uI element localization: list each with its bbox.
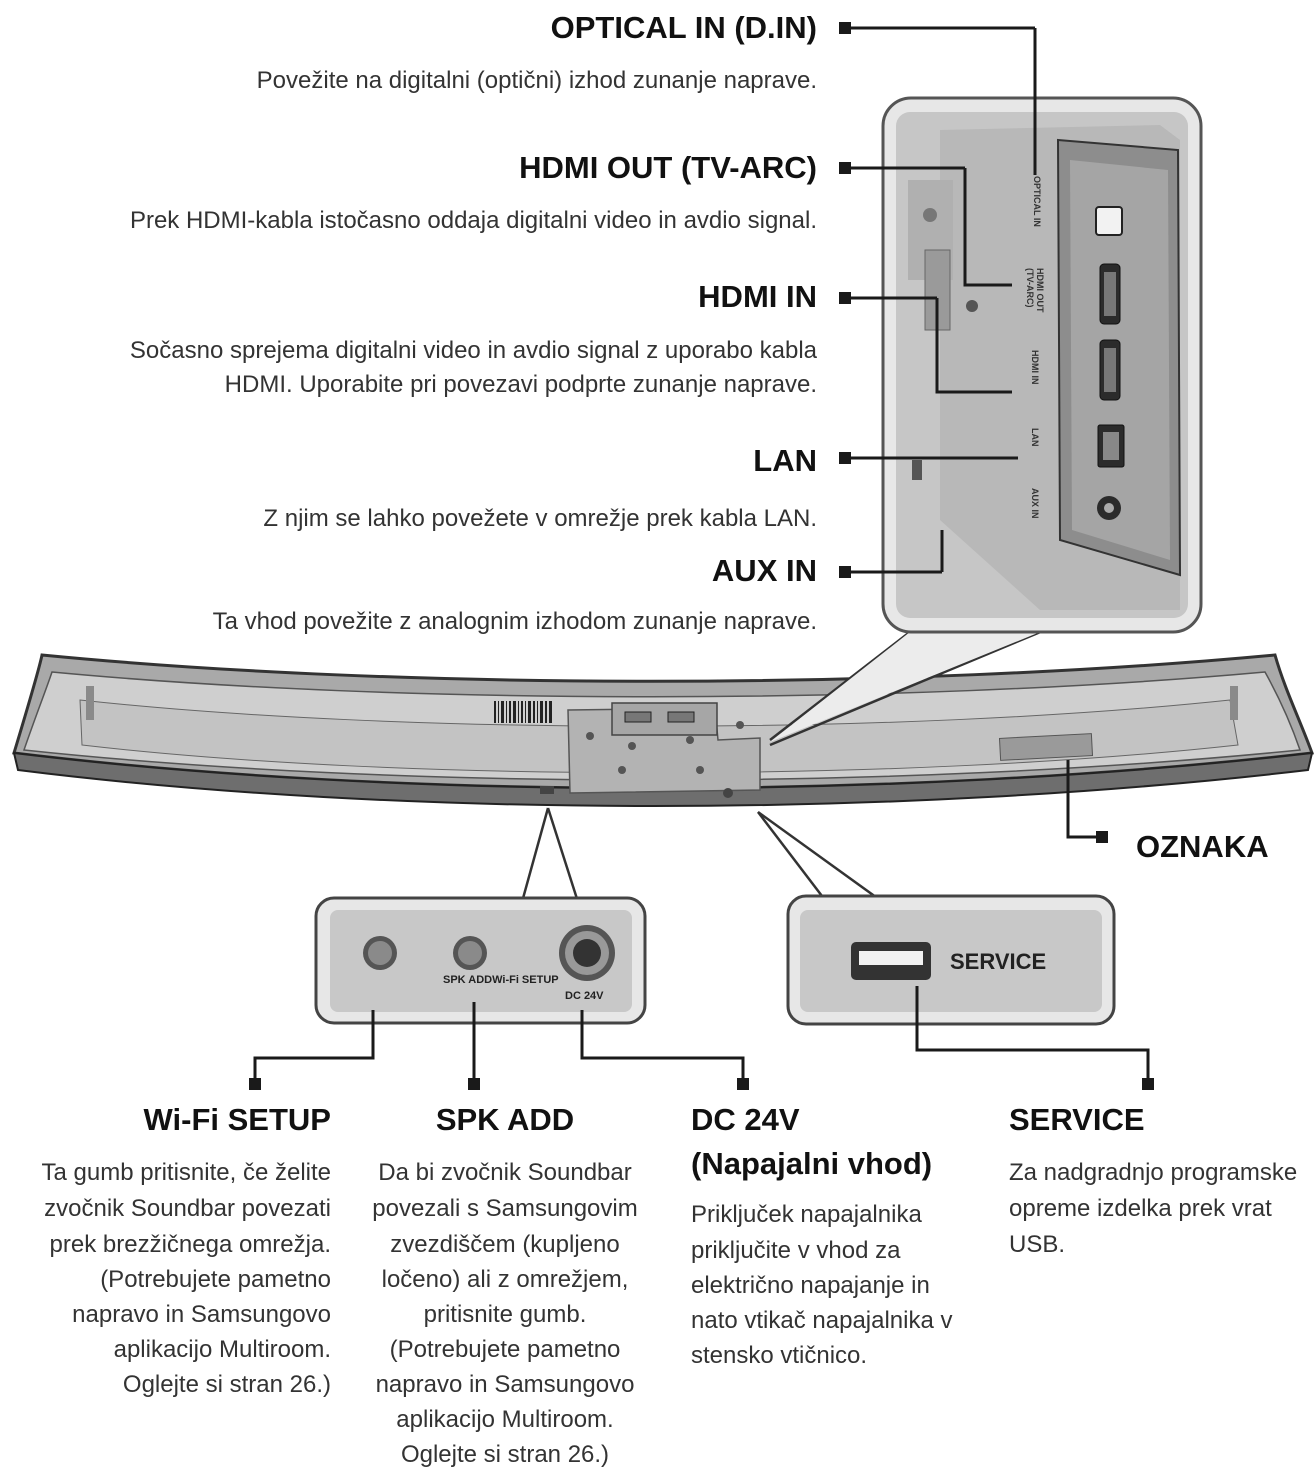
aux-in-title: AUX IN	[711, 553, 817, 588]
spk-add-desc-7: napravo in Samsungovo	[375, 1371, 635, 1398]
service-desc-1: Za nadgradnjo programske	[1009, 1159, 1298, 1186]
service-panel-label: SERVICE	[950, 949, 1047, 974]
label-patch	[998, 733, 1094, 761]
spk-add-desc-2: povezali s Samsungovim	[372, 1195, 638, 1222]
bottom-right-callout	[757, 810, 1116, 1026]
dc-title-line-1: DC 24V	[691, 1102, 800, 1137]
wifi-setup-desc-2: zvočnik Soundbar povezati	[44, 1195, 331, 1222]
wifi-setup-desc-4: (Potrebujete pametno	[100, 1266, 331, 1293]
dc-desc-1: Priključek napajalnika	[691, 1201, 922, 1228]
hdmi-out-title: HDMI OUT (TV-ARC)	[519, 150, 817, 185]
service-desc-2: opreme izdelka prek vrat	[1009, 1195, 1272, 1222]
service-desc-3: USB.	[1009, 1231, 1066, 1258]
wifi-setup-title: Wi-Fi SETUP	[143, 1102, 331, 1137]
service-title: SERVICE	[1009, 1102, 1145, 1137]
wifi-setup-desc-3: prek brezžičnega omrežja.	[49, 1231, 331, 1258]
oznaka-marker	[1096, 831, 1108, 843]
spk-add-desc-9: Oglejte si stran 26.)	[400, 1441, 610, 1468]
top-callout-arms	[769, 626, 1051, 747]
spk-add-desc-1: Da bi zvočnik Soundbar	[378, 1159, 632, 1186]
wifi-setup-desc-6: aplikacijo Multiroom.	[113, 1336, 331, 1363]
spk-add-desc-8: aplikacijo Multiroom.	[396, 1406, 614, 1433]
dc-title-line-2: (Napajalni vhod)	[691, 1146, 933, 1181]
panel-label-optical-in: OPTICAL IN	[1032, 176, 1042, 227]
bottom-leader-markers	[249, 1078, 1154, 1090]
spk-add-desc-3: zvezdiščem (kupljeno	[390, 1231, 620, 1258]
dc-panel-label: DC 24V	[565, 990, 604, 1002]
dc-desc-4: nato vtikač napajalnika v	[691, 1307, 953, 1334]
oznaka-label: OZNAKA	[1136, 829, 1269, 864]
spk-add-desc-5: pritisnite gumb.	[423, 1301, 587, 1328]
optical-in-title: OPTICAL IN (D.IN)	[550, 10, 817, 45]
optical-port-icon	[1095, 206, 1123, 236]
hdmi-out-desc: Prek HDMI-kabla istočasno oddaja digital…	[129, 207, 817, 234]
spk-wifi-panel-label: SPK ADDWi-Fi SETUP	[443, 974, 559, 986]
dc-desc-2: priključite v vhod za	[691, 1237, 901, 1264]
bottom-leader-lines	[253, 986, 1150, 1082]
optical-in-desc: Povežite na digitalni (optični) izhod zu…	[256, 67, 817, 94]
soundbar-body	[12, 653, 1315, 807]
wifi-setup-desc-5: napravo in Samsungovo	[72, 1301, 331, 1328]
panel-label-hdmi-in: HDMI IN	[1030, 350, 1040, 385]
hdmi-in-desc-line-2: HDMI. Uporabite pri povezavi podprte zun…	[224, 371, 817, 398]
dc-desc-3: električno napajanje in	[691, 1272, 930, 1299]
lan-desc: Z njim se lahko povežete v omrežje prek …	[263, 505, 817, 532]
dc-desc-5: stensko vtičnico.	[691, 1342, 868, 1369]
wifi-setup-desc-1: Ta gumb pritisnite, če želite	[41, 1159, 331, 1186]
lan-title: LAN	[753, 443, 817, 478]
hdmi-in-desc-line-1: Sočasno sprejema digitalni video in avdi…	[129, 337, 817, 364]
panel-label-hdmi-out: HDMI OUT (TV-ARC)	[1025, 268, 1045, 313]
barcode	[494, 701, 552, 723]
panel-label-aux-in: AUX IN	[1030, 488, 1040, 519]
spk-add-desc-6: (Potrebujete pametno	[389, 1336, 621, 1363]
oznaka-leader	[1066, 760, 1098, 839]
top-leader-lines	[850, 26, 1037, 574]
top-leader-markers	[839, 22, 851, 578]
aux-in-desc: Ta vhod povežite z analognim izhodom zun…	[212, 608, 817, 635]
wifi-setup-desc-7: Oglejte si stran 26.)	[122, 1371, 331, 1398]
hdmi-in-title: HDMI IN	[698, 279, 817, 314]
spk-add-desc-4: ločeno) ali z omrežjem,	[381, 1266, 629, 1293]
panel-label-lan: LAN	[1030, 428, 1040, 447]
bottom-left-callout	[314, 807, 647, 1025]
rear-panel-zoom	[881, 96, 1203, 634]
spk-add-title: SPK ADD	[435, 1102, 575, 1137]
